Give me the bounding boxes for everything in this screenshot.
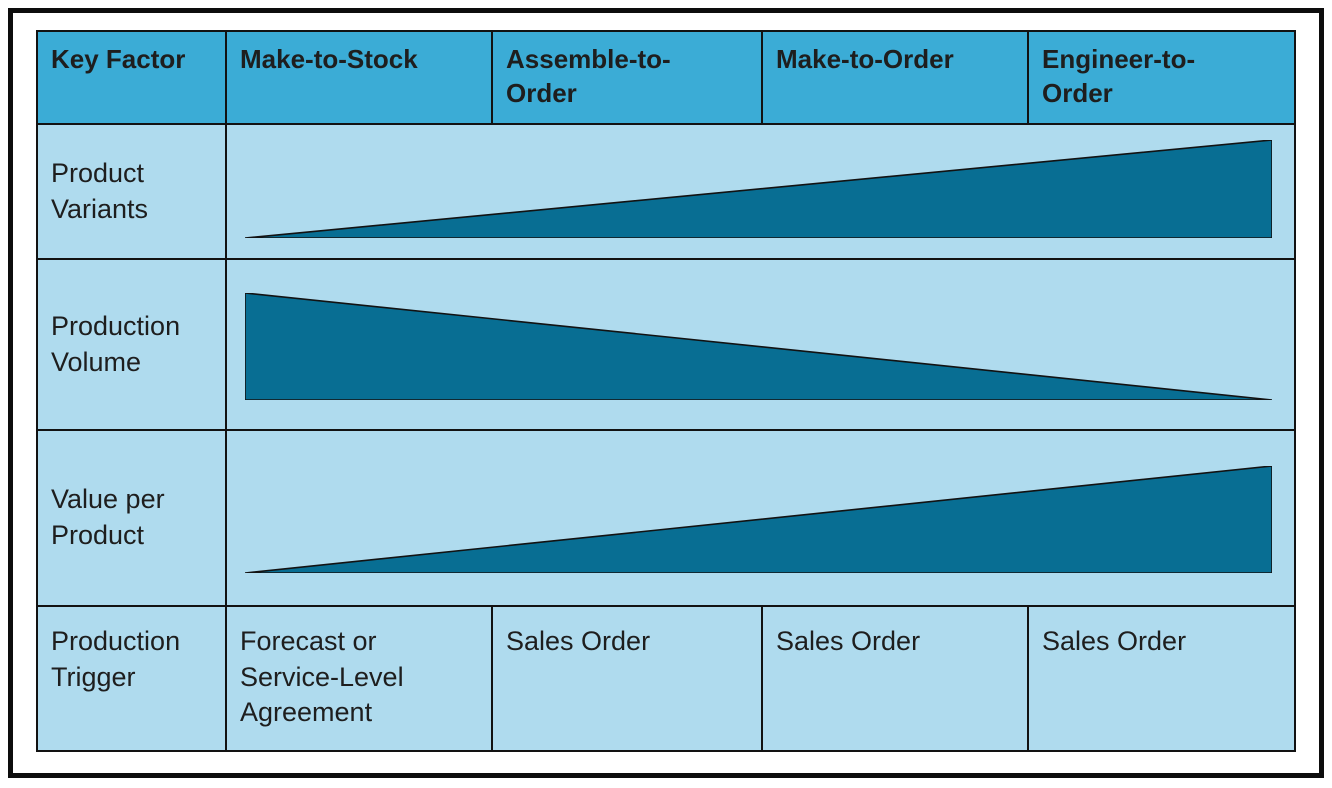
trigger-make-to-order-cell: Sales Order (763, 607, 1029, 750)
figure-frame: Key Factor Make-to-Stock Assemble-to-Ord… (8, 8, 1324, 778)
trigger-value: Sales Order (1042, 626, 1187, 656)
row-label-text: Production Volume (51, 310, 181, 377)
production-volume-trend-cell (227, 260, 1294, 431)
header-label: Key Factor (51, 44, 186, 74)
manufacturing-strategies-table: Key Factor Make-to-Stock Assemble-to-Ord… (36, 30, 1296, 752)
row-label-production-volume: Production Volume (38, 260, 227, 431)
row-label-text: Product Variants (51, 157, 149, 224)
decreasing-wedge (245, 293, 1272, 400)
header-make-to-stock: Make-to-Stock (227, 32, 493, 125)
header-engineer-to-order: Engineer-to-Order (1029, 32, 1294, 125)
row-label-text: Production Trigger (51, 626, 181, 692)
header-assemble-to-order: Assemble-to-Order (493, 32, 763, 125)
trigger-engineer-to-order-cell: Sales Order (1029, 607, 1294, 750)
row-label-product-variants: Product Variants (38, 125, 227, 260)
header-key-factor: Key Factor (38, 32, 227, 125)
header-label: Make-to-Order (776, 44, 954, 74)
product-variants-trend-cell (227, 125, 1294, 260)
value-per-product-trend-cell (227, 431, 1294, 607)
header-make-to-order: Make-to-Order (763, 32, 1029, 125)
increasing-wedge (245, 466, 1272, 573)
row-label-value-per-product: Value per Product (38, 431, 227, 607)
trigger-assemble-to-order-cell: Sales Order (493, 607, 763, 750)
trigger-value: Sales Order (776, 626, 921, 656)
row-label-production-trigger: Production Trigger (38, 607, 227, 750)
row-label-text: Value per Product (51, 484, 165, 550)
header-label: Make-to-Stock (240, 44, 418, 74)
trigger-make-to-stock-cell: Forecast or Service-Level Agreement (227, 607, 493, 750)
increasing-wedge (245, 140, 1272, 238)
trigger-value: Sales Order (506, 626, 651, 656)
header-label: Engineer-to-Order (1042, 44, 1196, 108)
trigger-value: Forecast or Service-Level Agreement (240, 626, 404, 728)
header-label: Assemble-to-Order (506, 44, 671, 108)
